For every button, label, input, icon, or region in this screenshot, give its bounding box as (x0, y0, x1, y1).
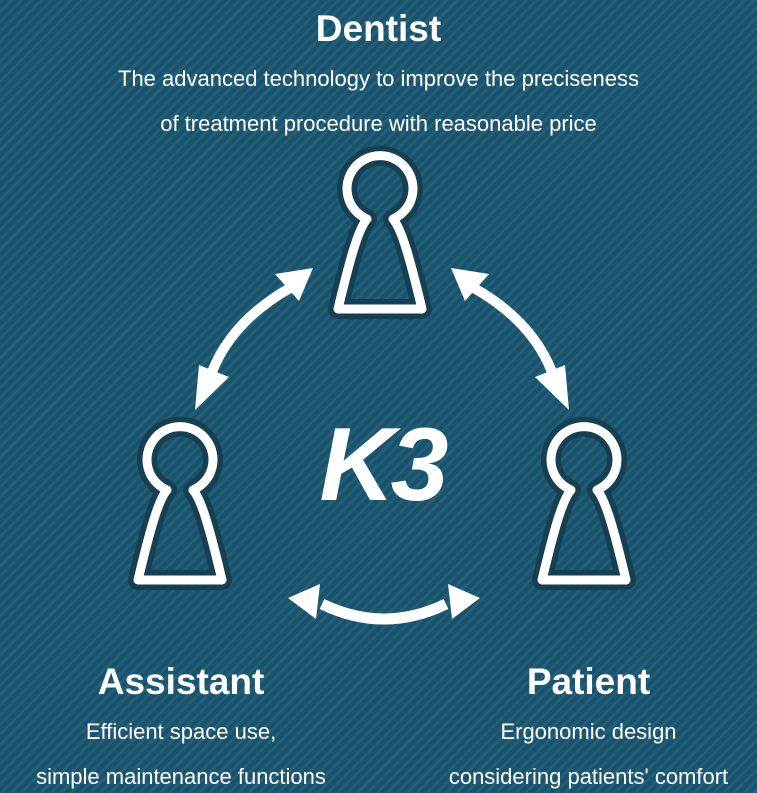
assistant-title: Assistant (97, 661, 265, 702)
patient-person-icon (542, 427, 626, 580)
k3-logo-text: K3 (320, 407, 448, 523)
dentist-description-line-2: of treatment procedure with reasonable p… (160, 111, 597, 136)
dentist-text-block: Dentist The advanced technology to impro… (0, 8, 757, 140)
assistant-description-line-2: simple maintenance functions (36, 764, 326, 789)
dentist-description-line-1: The advanced technology to improve the p… (118, 66, 639, 91)
assistant-text-block: Assistant Efficient space use, simple ma… (0, 661, 362, 793)
assistant-description-line-1: Efficient space use, (85, 719, 277, 744)
arrow-assistant-patient (288, 584, 480, 625)
patient-description-line-2: considering patients' comfort (448, 764, 729, 789)
assistant-person-icon (138, 427, 222, 580)
patient-description-line-1: Ergonomic design (500, 719, 677, 744)
dentist-person-icon (338, 156, 422, 309)
dentist-title: Dentist (315, 8, 442, 49)
patient-title: Patient (526, 661, 651, 702)
patient-text-block: Patient Ergonomic design considering pat… (410, 661, 757, 793)
arrow-dentist-patient (451, 268, 569, 410)
arrow-dentist-assistant (195, 268, 313, 410)
